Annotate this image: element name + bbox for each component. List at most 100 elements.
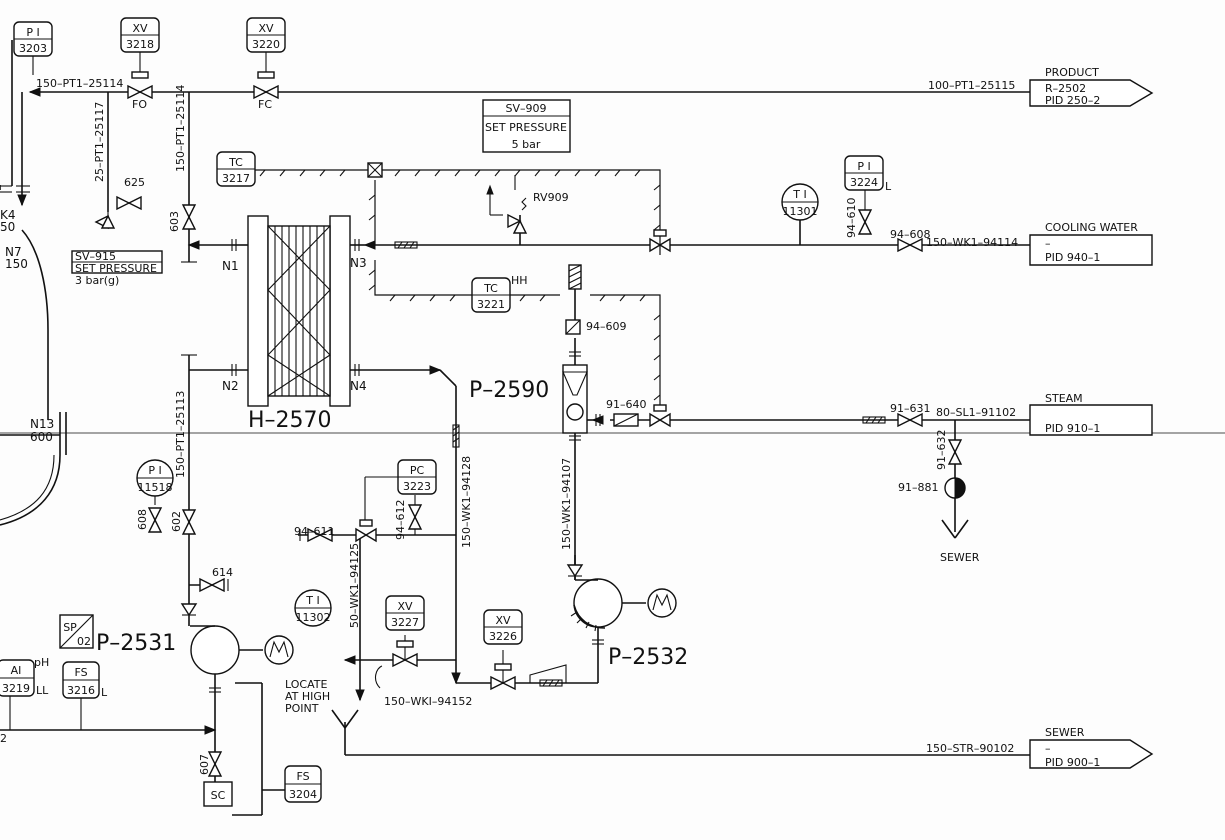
- control-valve-cooling[interactable]: [649, 229, 671, 253]
- valve-fc[interactable]: [253, 71, 279, 100]
- label-valve-94-610: 94–610: [845, 198, 858, 239]
- instrument-tc3221[interactable]: TC 3221: [471, 277, 511, 313]
- valve-625[interactable]: [116, 195, 142, 211]
- svg-text:3221: 3221: [477, 298, 505, 311]
- svg-text:SC: SC: [211, 789, 226, 802]
- valve-xv3226[interactable]: [490, 663, 516, 691]
- valve-94-608[interactable]: [897, 237, 923, 253]
- label-p2532: P–2532: [608, 645, 688, 670]
- instrument-pc3223[interactable]: PC 3223: [397, 459, 437, 495]
- svg-text:TC: TC: [483, 282, 498, 295]
- label-valve-607: 607: [198, 754, 211, 775]
- svg-text:XV: XV: [258, 22, 274, 35]
- pump-p2531: [190, 625, 294, 730]
- valve-fo[interactable]: [127, 71, 153, 100]
- pump-p2532: [570, 578, 677, 683]
- check-valve-91-640[interactable]: [613, 413, 639, 427]
- valve-603[interactable]: [181, 204, 197, 230]
- label-valve-91-640: 91–640: [606, 398, 647, 411]
- svg-text:STEAM: STEAM: [1045, 392, 1083, 405]
- instrument-pi3224[interactable]: P I 3224: [844, 155, 884, 191]
- label-n7-size: 150: [5, 257, 28, 271]
- label-valve-602: 602: [170, 511, 183, 532]
- label-n2: N2: [222, 379, 239, 393]
- relief-valve-rv909[interactable]: [507, 197, 528, 234]
- label-valve-608: 608: [136, 509, 149, 530]
- control-valve-steam[interactable]: [649, 404, 671, 428]
- instrument-xv3220[interactable]: XV 3220: [246, 17, 286, 53]
- label-line-94114: 150–WK1–94114: [926, 236, 1018, 249]
- offpage-product[interactable]: PRODUCT R–2502 PID 250–2: [1029, 66, 1154, 107]
- instrument-ti11302[interactable]: T I 11302: [294, 589, 332, 627]
- offpage-sewer[interactable]: SEWER – PID 900–1: [1029, 726, 1154, 769]
- instrument-pi11518[interactable]: P I 11518: [136, 459, 174, 497]
- valve-607[interactable]: [207, 751, 223, 777]
- label-line-94125: 50–WK1–94125: [348, 543, 361, 628]
- svg-text:3216: 3216: [67, 684, 95, 697]
- valve-94-611[interactable]: [299, 527, 333, 543]
- offpage-cooling-water[interactable]: COOLING WATER – PID 940–1: [1029, 221, 1153, 266]
- instrument-ti11301[interactable]: T I 11301: [781, 183, 819, 221]
- instrument-ai3219[interactable]: AI 3219: [0, 659, 35, 697]
- label-p2590: P–2590: [469, 378, 549, 403]
- label-n1: N1: [222, 259, 239, 273]
- label-valve-91-632: 91–632: [935, 430, 948, 471]
- svg-text:SV–915: SV–915: [75, 250, 116, 263]
- svg-text:11301: 11301: [783, 205, 818, 218]
- relief-valve-sv915[interactable]: [94, 214, 116, 230]
- svg-text:3219: 3219: [2, 682, 30, 695]
- svg-text:T I: T I: [305, 594, 319, 607]
- offpage-steam[interactable]: STEAM PID 910–1: [1029, 392, 1153, 436]
- label-sewer-drain: SEWER: [940, 551, 980, 564]
- label-valve-614: 614: [212, 566, 233, 579]
- label-line-25114: 150–PT1–25114: [36, 77, 123, 90]
- valve-91-631[interactable]: [897, 412, 923, 428]
- note-locate-1: LOCATE: [285, 678, 327, 691]
- label-h2570: H–2570: [248, 408, 332, 433]
- instrument-sp02[interactable]: SP 02: [59, 614, 94, 649]
- label-line-91102: 80–SL1–91102: [936, 406, 1016, 419]
- valve-94-610[interactable]: [857, 209, 873, 235]
- svg-text:PID 910–1: PID 910–1: [1045, 422, 1100, 435]
- svg-text:–: –: [1045, 237, 1051, 250]
- label-line-25115: 100–PT1–25115: [928, 79, 1015, 92]
- svg-text:3203: 3203: [19, 42, 47, 55]
- valve-xv3227[interactable]: [392, 640, 418, 668]
- label-valve-94-612: 94–612: [394, 500, 407, 541]
- svg-text:PID 940–1: PID 940–1: [1045, 251, 1100, 264]
- label-alarm-ll: LL: [36, 684, 49, 697]
- instrument-tc3217[interactable]: TC 3217: [216, 151, 256, 187]
- instrument-pi3203[interactable]: P I 3203: [13, 21, 53, 57]
- svg-text:SV–909: SV–909: [505, 102, 546, 115]
- instrument-sc[interactable]: SC: [203, 781, 233, 807]
- svg-text:3 bar(g): 3 bar(g): [75, 274, 119, 287]
- svg-text:PID 250–2: PID 250–2: [1045, 94, 1100, 107]
- valve-602[interactable]: [181, 509, 197, 535]
- valve-91-632[interactable]: [947, 439, 963, 465]
- label-alarm-hh: HH: [511, 274, 528, 287]
- svg-text:COOLING WATER: COOLING WATER: [1045, 221, 1138, 234]
- label-line-94107: 150–WK1–94107: [560, 458, 573, 550]
- svg-text:P I: P I: [857, 160, 870, 173]
- instrument-xv3218[interactable]: XV 3218: [120, 17, 160, 53]
- valve-608[interactable]: [147, 507, 163, 533]
- valve-614[interactable]: [199, 577, 229, 593]
- label-line-94128: 150–WK1–94128: [460, 456, 473, 548]
- instrument-xv3227[interactable]: XV 3227: [385, 595, 425, 631]
- heat-exchanger-h2570: [247, 215, 351, 407]
- instrument-fs3204[interactable]: FS 3204: [284, 765, 322, 803]
- label-n3: N3: [350, 256, 367, 270]
- svg-text:5 bar: 5 bar: [512, 138, 541, 151]
- leader-94152: [374, 665, 383, 689]
- control-valve-pc3223[interactable]: [355, 519, 377, 543]
- svg-text:3220: 3220: [252, 38, 280, 51]
- label-p2531: P–2531: [96, 631, 176, 656]
- svg-text:–: –: [1045, 742, 1051, 755]
- instrument-fs3216[interactable]: FS 3216: [62, 661, 100, 699]
- valve-94-612[interactable]: [407, 504, 423, 530]
- svg-text:3224: 3224: [850, 176, 878, 189]
- svg-text:P I: P I: [26, 26, 39, 39]
- svg-text:SET PRESSURE: SET PRESSURE: [75, 262, 157, 275]
- label-line-94152: 150–WKI–94152: [384, 695, 472, 708]
- instrument-xv3226[interactable]: XV 3226: [483, 609, 523, 645]
